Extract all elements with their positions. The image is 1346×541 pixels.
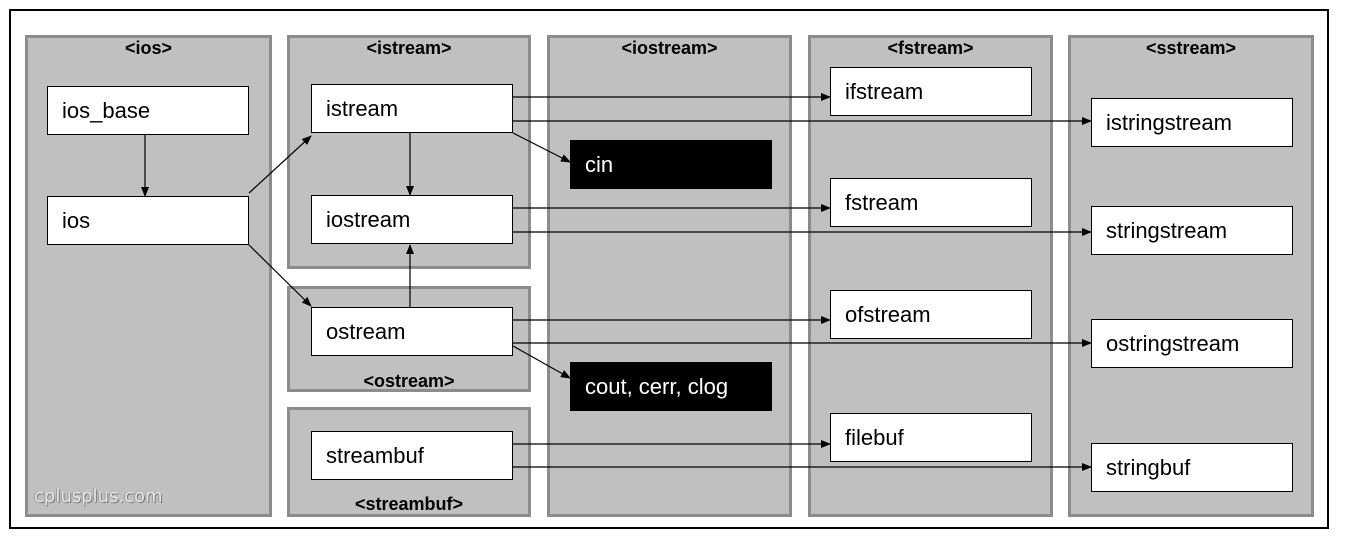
panel-iostream: <iostream> bbox=[547, 35, 792, 517]
edge-istream-to-cin bbox=[512, 132, 571, 163]
edge-ios-to-ostream bbox=[248, 244, 312, 307]
class-box-streambuf: streambuf bbox=[311, 431, 513, 480]
class-box-ostream: ostream bbox=[311, 307, 513, 356]
panel-title-ostream: <ostream> bbox=[363, 371, 455, 391]
class-box-filebuf: filebuf bbox=[830, 413, 1032, 462]
panel-title-fstream: <fstream> bbox=[887, 38, 974, 58]
panel-title-ios: <ios> bbox=[124, 38, 173, 58]
class-box-ifstream: ifstream bbox=[830, 67, 1032, 116]
watermark-logo: cplusplus.com bbox=[34, 486, 163, 507]
class-box-ofstream: ofstream bbox=[830, 290, 1032, 339]
panel-title-iostream: <iostream> bbox=[621, 38, 718, 58]
class-box-istream: istream bbox=[311, 84, 513, 133]
class-box-ios-base: ios_base bbox=[47, 86, 249, 135]
edge-ostream-to-cout-cerr-clog bbox=[512, 345, 571, 379]
panel-title-streambuf: <streambuf> bbox=[354, 494, 464, 514]
class-box-fstream: fstream bbox=[830, 178, 1032, 227]
class-box-ostringstream: ostringstream bbox=[1091, 319, 1293, 368]
class-box-stringbuf: stringbuf bbox=[1091, 443, 1293, 492]
panel-title-sstream: <sstream> bbox=[1145, 38, 1237, 58]
edge-ios-to-istream bbox=[248, 135, 312, 194]
class-box-iostream: iostream bbox=[311, 195, 513, 244]
class-box-stringstream: stringstream bbox=[1091, 206, 1293, 255]
object-box-cout-cerr-clog: cout, cerr, clog bbox=[570, 362, 772, 411]
panel-title-istream: <istream> bbox=[366, 38, 452, 58]
class-box-ios: ios bbox=[47, 196, 249, 245]
object-box-cin: cin bbox=[570, 140, 772, 189]
